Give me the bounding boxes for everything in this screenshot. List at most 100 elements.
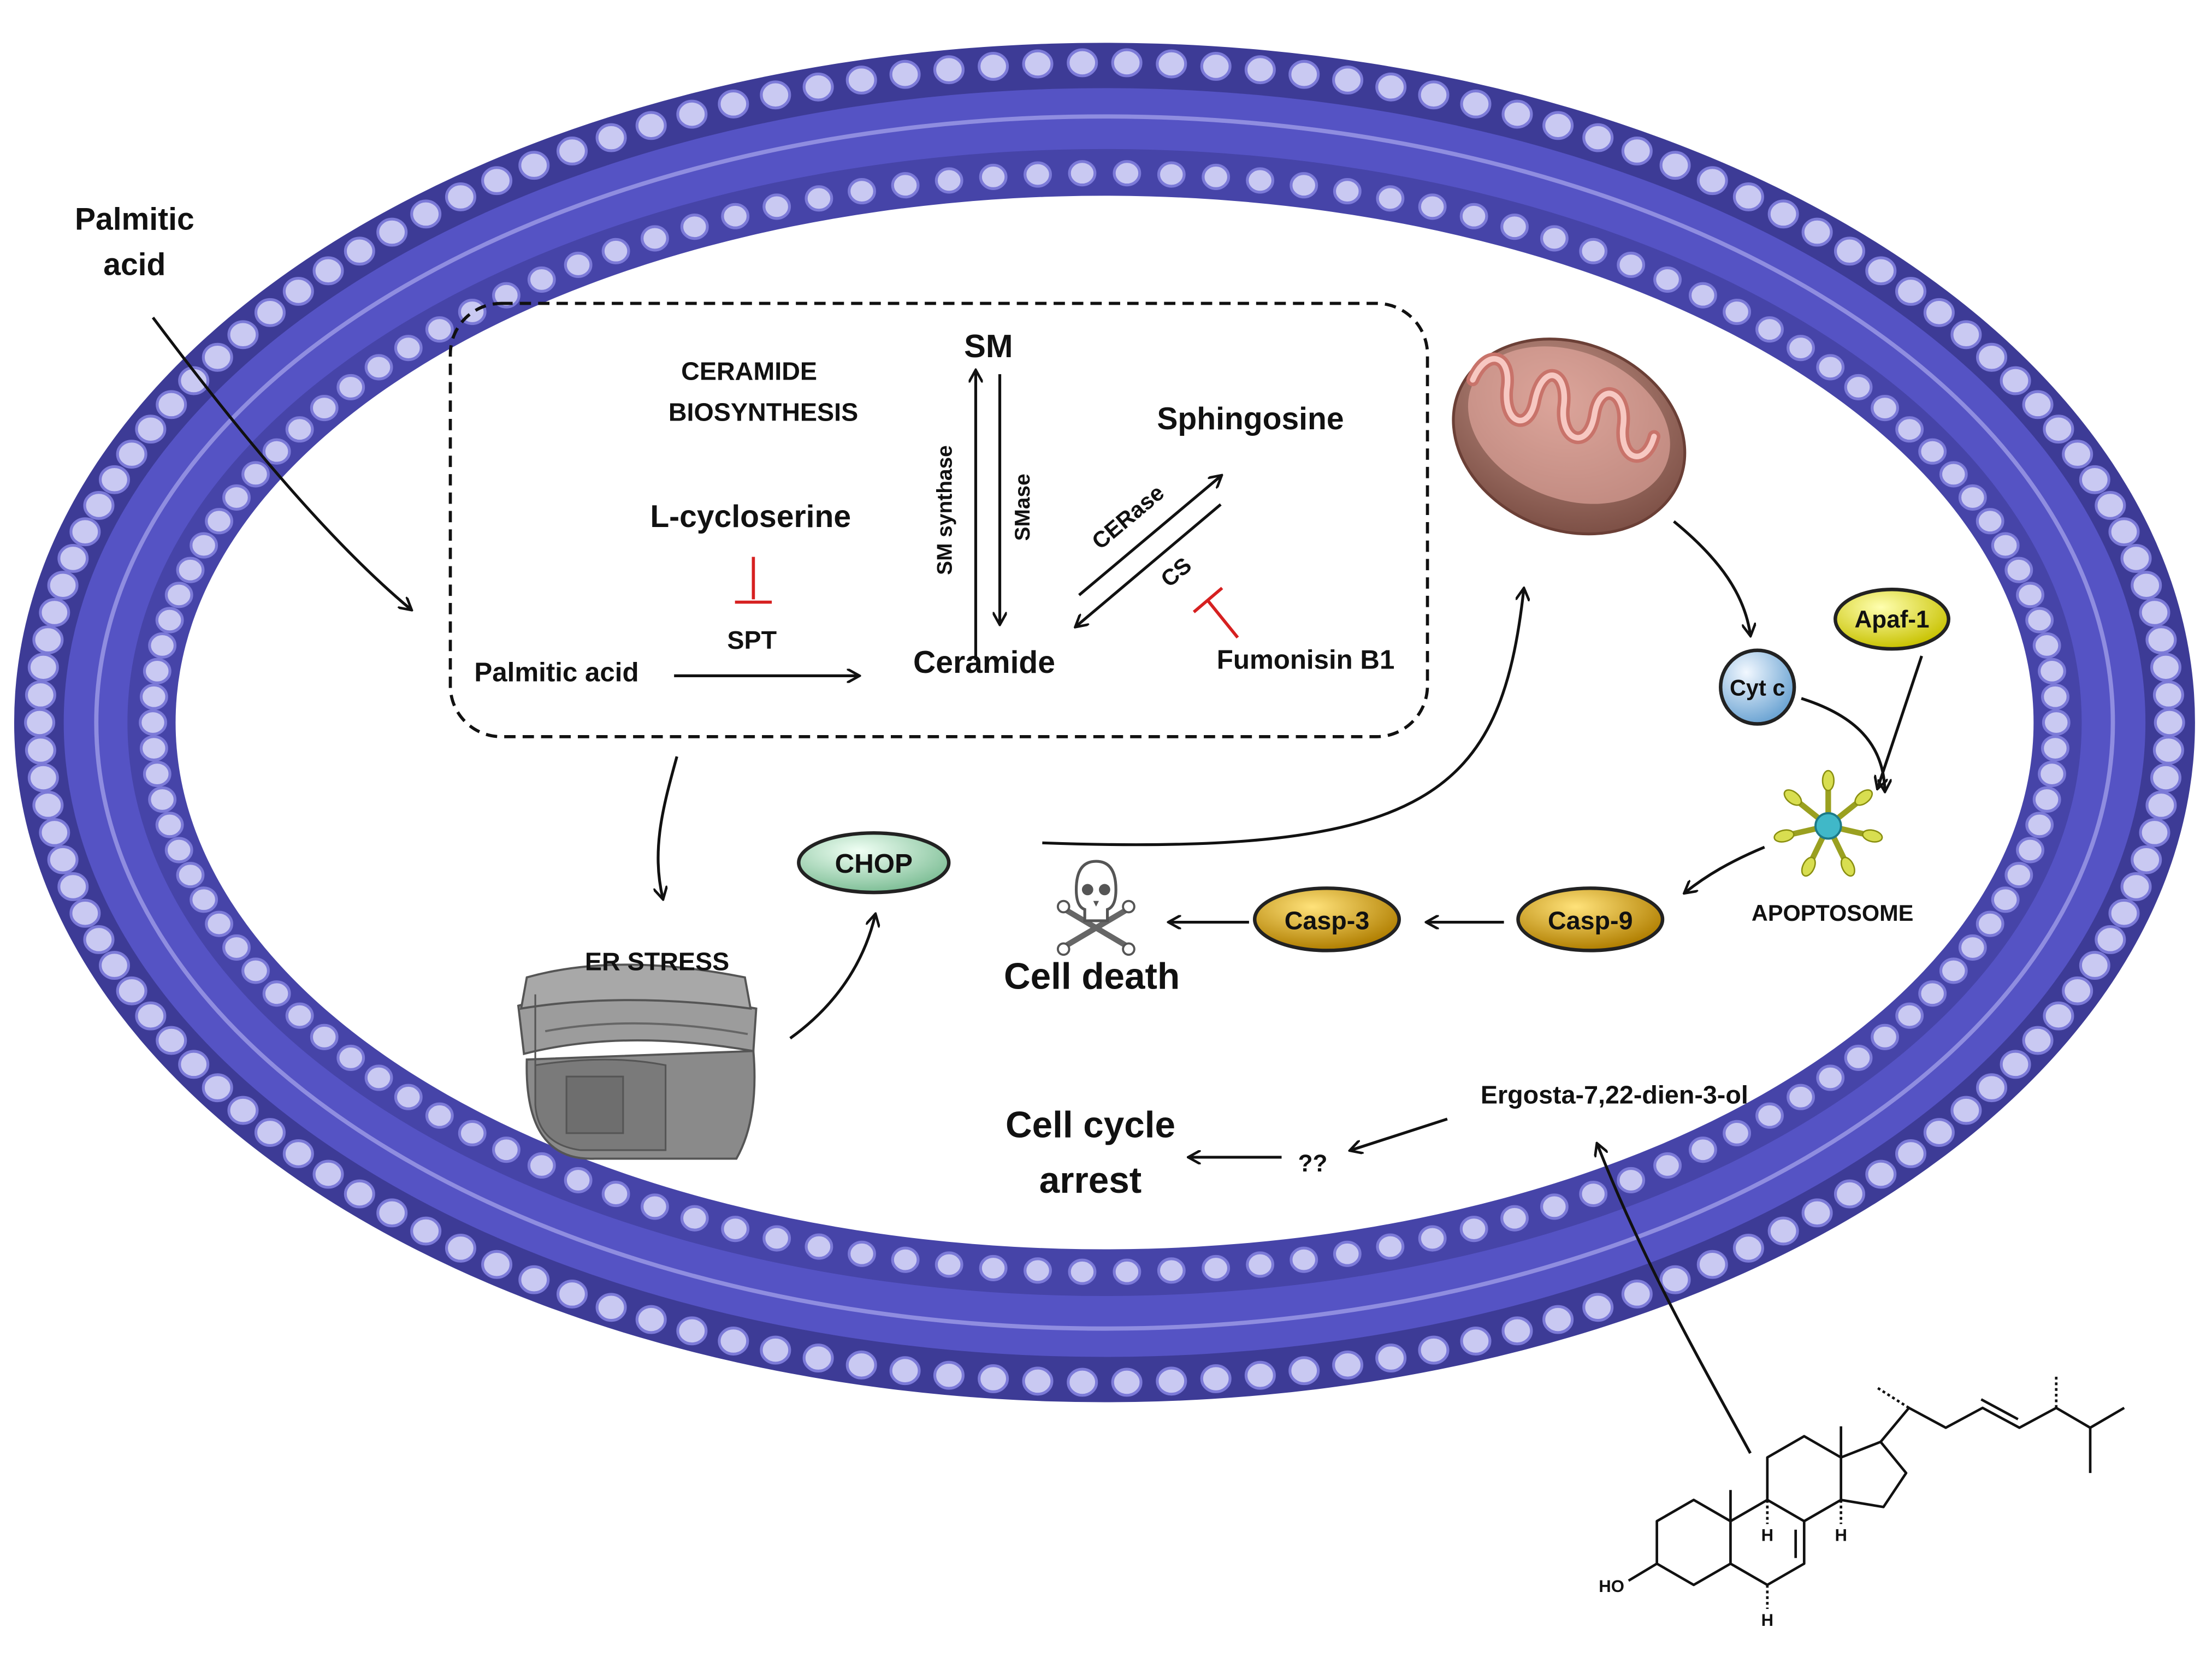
phospholipid-head <box>2108 898 2140 928</box>
phospholipid-head <box>425 316 454 343</box>
phospholipid-head <box>518 1265 550 1294</box>
phospholipid-head <box>805 1233 833 1260</box>
phospholipid-head <box>935 167 963 194</box>
phospholipid-head <box>254 1118 286 1147</box>
phospholipid-head <box>1895 1002 1924 1029</box>
phospholipid-head <box>254 298 286 327</box>
phospholipid-head <box>492 282 521 309</box>
phospholipid-head <box>47 845 79 874</box>
phospholipid-head <box>1895 1139 1927 1168</box>
phospholipid-head <box>2120 543 2152 573</box>
phospholipid-head <box>760 80 791 110</box>
phospholipid-head <box>1418 193 1447 220</box>
apoptosome-core <box>1814 812 1842 840</box>
phospholipid-head <box>1958 934 1987 961</box>
phospholipid-head <box>176 862 205 889</box>
phospholipid-head <box>190 886 218 913</box>
phospholipid-head <box>285 416 314 443</box>
phospholipid-head <box>492 1137 521 1163</box>
ergosterol-structure-icon <box>1628 1374 2125 1609</box>
phospholipid-head <box>2079 465 2110 494</box>
apoptosome-arm-tip <box>1821 770 1835 791</box>
phospholipid-head <box>2025 607 2054 634</box>
ho-label: HO <box>1599 1577 1624 1596</box>
phospholipid-head <box>721 203 750 229</box>
ceramide-biosynthesis-line2: BIOSYNTHESIS <box>669 398 858 427</box>
phospholipid-head <box>1156 1366 1187 1396</box>
phospholipid-head <box>2043 415 2074 444</box>
palmitic-acid-outside-line2: acid <box>103 247 165 282</box>
casp9-badge: Casp-9 <box>1516 886 1665 952</box>
phospholipid-head <box>155 812 184 838</box>
phospholipid-head <box>139 735 168 762</box>
phospholipid-head <box>1991 886 2020 913</box>
phospholipid-head <box>2120 872 2152 901</box>
phospholipid-head <box>2000 366 2031 395</box>
phospholipid-head <box>2041 683 2069 710</box>
phospholipid-head <box>376 217 408 247</box>
arrow-box-to-er <box>658 756 678 898</box>
phospholipid-head <box>2154 708 2185 737</box>
phospholipid-head <box>1024 161 1052 188</box>
skull-crossbones-icon <box>1056 860 1135 956</box>
phospholipid-head <box>57 543 89 573</box>
chop-badge: CHOP <box>797 831 951 895</box>
phospholipid-head <box>1723 298 1752 326</box>
phospholipid-head <box>676 1316 708 1346</box>
phospholipid-head <box>1022 1366 1054 1396</box>
phospholipid-head <box>2022 390 2054 419</box>
phospholipid-head <box>640 225 669 252</box>
phospholipid-head <box>1834 236 1866 266</box>
phospholipid-head <box>1621 137 1653 165</box>
phospholipid-head <box>1958 484 1987 511</box>
phospholipid-head <box>394 335 423 362</box>
phospholipid-head <box>1459 1216 1488 1242</box>
phospholipid-head <box>135 1001 167 1031</box>
phospholipid-head <box>116 440 147 469</box>
phospholipid-head <box>635 1305 667 1334</box>
phospholipid-head <box>2131 571 2162 600</box>
phospholipid-head <box>2145 790 2177 820</box>
phospholipid-head <box>1157 1257 1186 1284</box>
phospholipid-head <box>1376 185 1405 212</box>
phospholipid-head <box>1976 342 2008 372</box>
phospholipid-head <box>527 266 556 293</box>
phospholipid-head <box>1767 1216 1799 1246</box>
arrow-ergosta-to-unknown <box>1351 1117 1448 1150</box>
phospholipid-head <box>1246 1251 1275 1278</box>
phospholipid-head <box>802 1344 834 1373</box>
phospholipid-head <box>1755 1102 1784 1129</box>
phospholipid-head <box>1111 1368 1143 1397</box>
phospholipid-head <box>1871 1023 1899 1050</box>
smase-label: SMase <box>1011 474 1034 541</box>
phospholipid-head <box>190 532 218 559</box>
phospholipid-head <box>1579 1181 1608 1208</box>
phospholipid-head <box>202 342 233 372</box>
phospholipid-head <box>2152 736 2184 765</box>
phospholipid-head <box>1582 1293 1614 1322</box>
phospholipid-head <box>1460 89 1492 119</box>
l-cycloserine-label: L-cycloserine <box>650 499 851 534</box>
phospholipid-head <box>1976 1073 2008 1103</box>
phospholipid-head <box>364 354 393 381</box>
fumonisin-b1-label: Fumonisin B1 <box>1217 644 1395 674</box>
phospholipid-head <box>176 557 205 583</box>
phospholipid-head <box>978 51 1009 81</box>
phospholipid-head <box>1688 282 1717 309</box>
phospholipid-head <box>718 1327 749 1356</box>
phospholipid-head <box>845 1350 877 1380</box>
er-stress-label: ER STRESS <box>585 948 729 976</box>
phospholipid-head <box>344 236 375 266</box>
phospholipid-head <box>25 736 56 765</box>
phospholipid-head <box>1659 1265 1691 1294</box>
inhibitor-l-cycloserine <box>735 557 772 604</box>
apaf1-label: Apaf-1 <box>1854 606 1929 633</box>
phospholipid-head <box>1976 508 2004 535</box>
phospholipid-head <box>1844 1044 1873 1071</box>
apoptosome-arm-tip <box>1840 856 1855 877</box>
phospholipid-head <box>935 1251 963 1278</box>
phospholipid-head <box>2062 440 2093 469</box>
phospholipid-head <box>1579 238 1608 264</box>
